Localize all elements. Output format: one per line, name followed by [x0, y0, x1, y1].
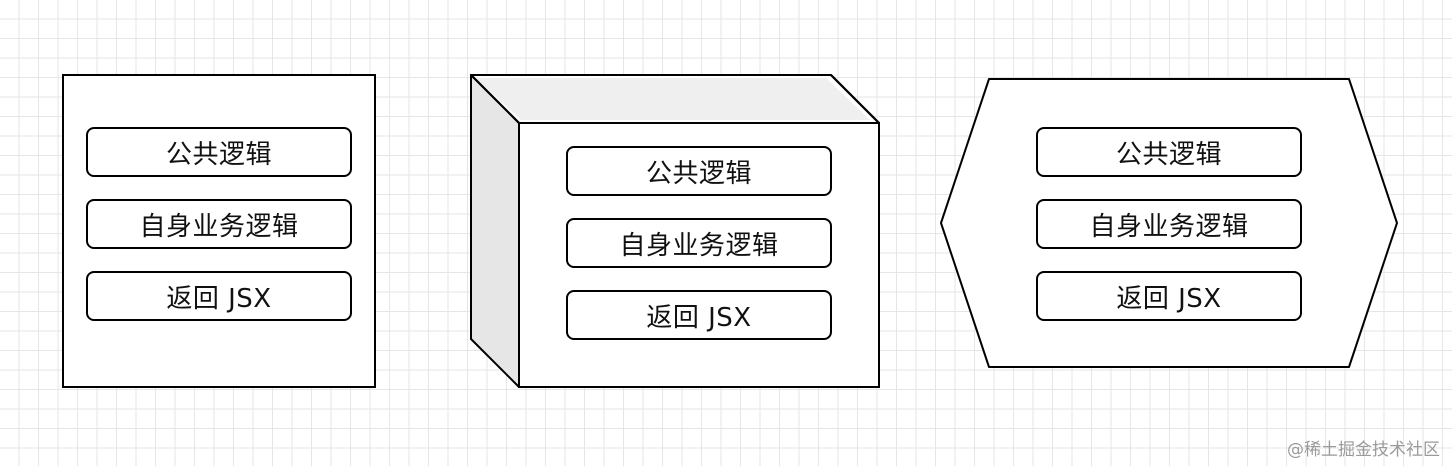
public-logic-block: 公共逻辑 [86, 127, 352, 177]
return-jsx-block: 返回 JSX [86, 271, 352, 321]
own-business-logic-block: 自身业务逻辑 [566, 218, 832, 268]
public-logic-block: 公共逻辑 [566, 146, 832, 196]
public-logic-block: 公共逻辑 [1036, 127, 1302, 177]
cube-top-shade [476, 78, 870, 120]
own-business-logic-block: 自身业务逻辑 [86, 199, 352, 249]
return-jsx-block: 返回 JSX [566, 290, 832, 340]
own-business-logic-block: 自身业务逻辑 [1036, 199, 1302, 249]
return-jsx-block: 返回 JSX [1036, 271, 1302, 321]
watermark: @稀土掘金技术社区 [1287, 440, 1440, 460]
